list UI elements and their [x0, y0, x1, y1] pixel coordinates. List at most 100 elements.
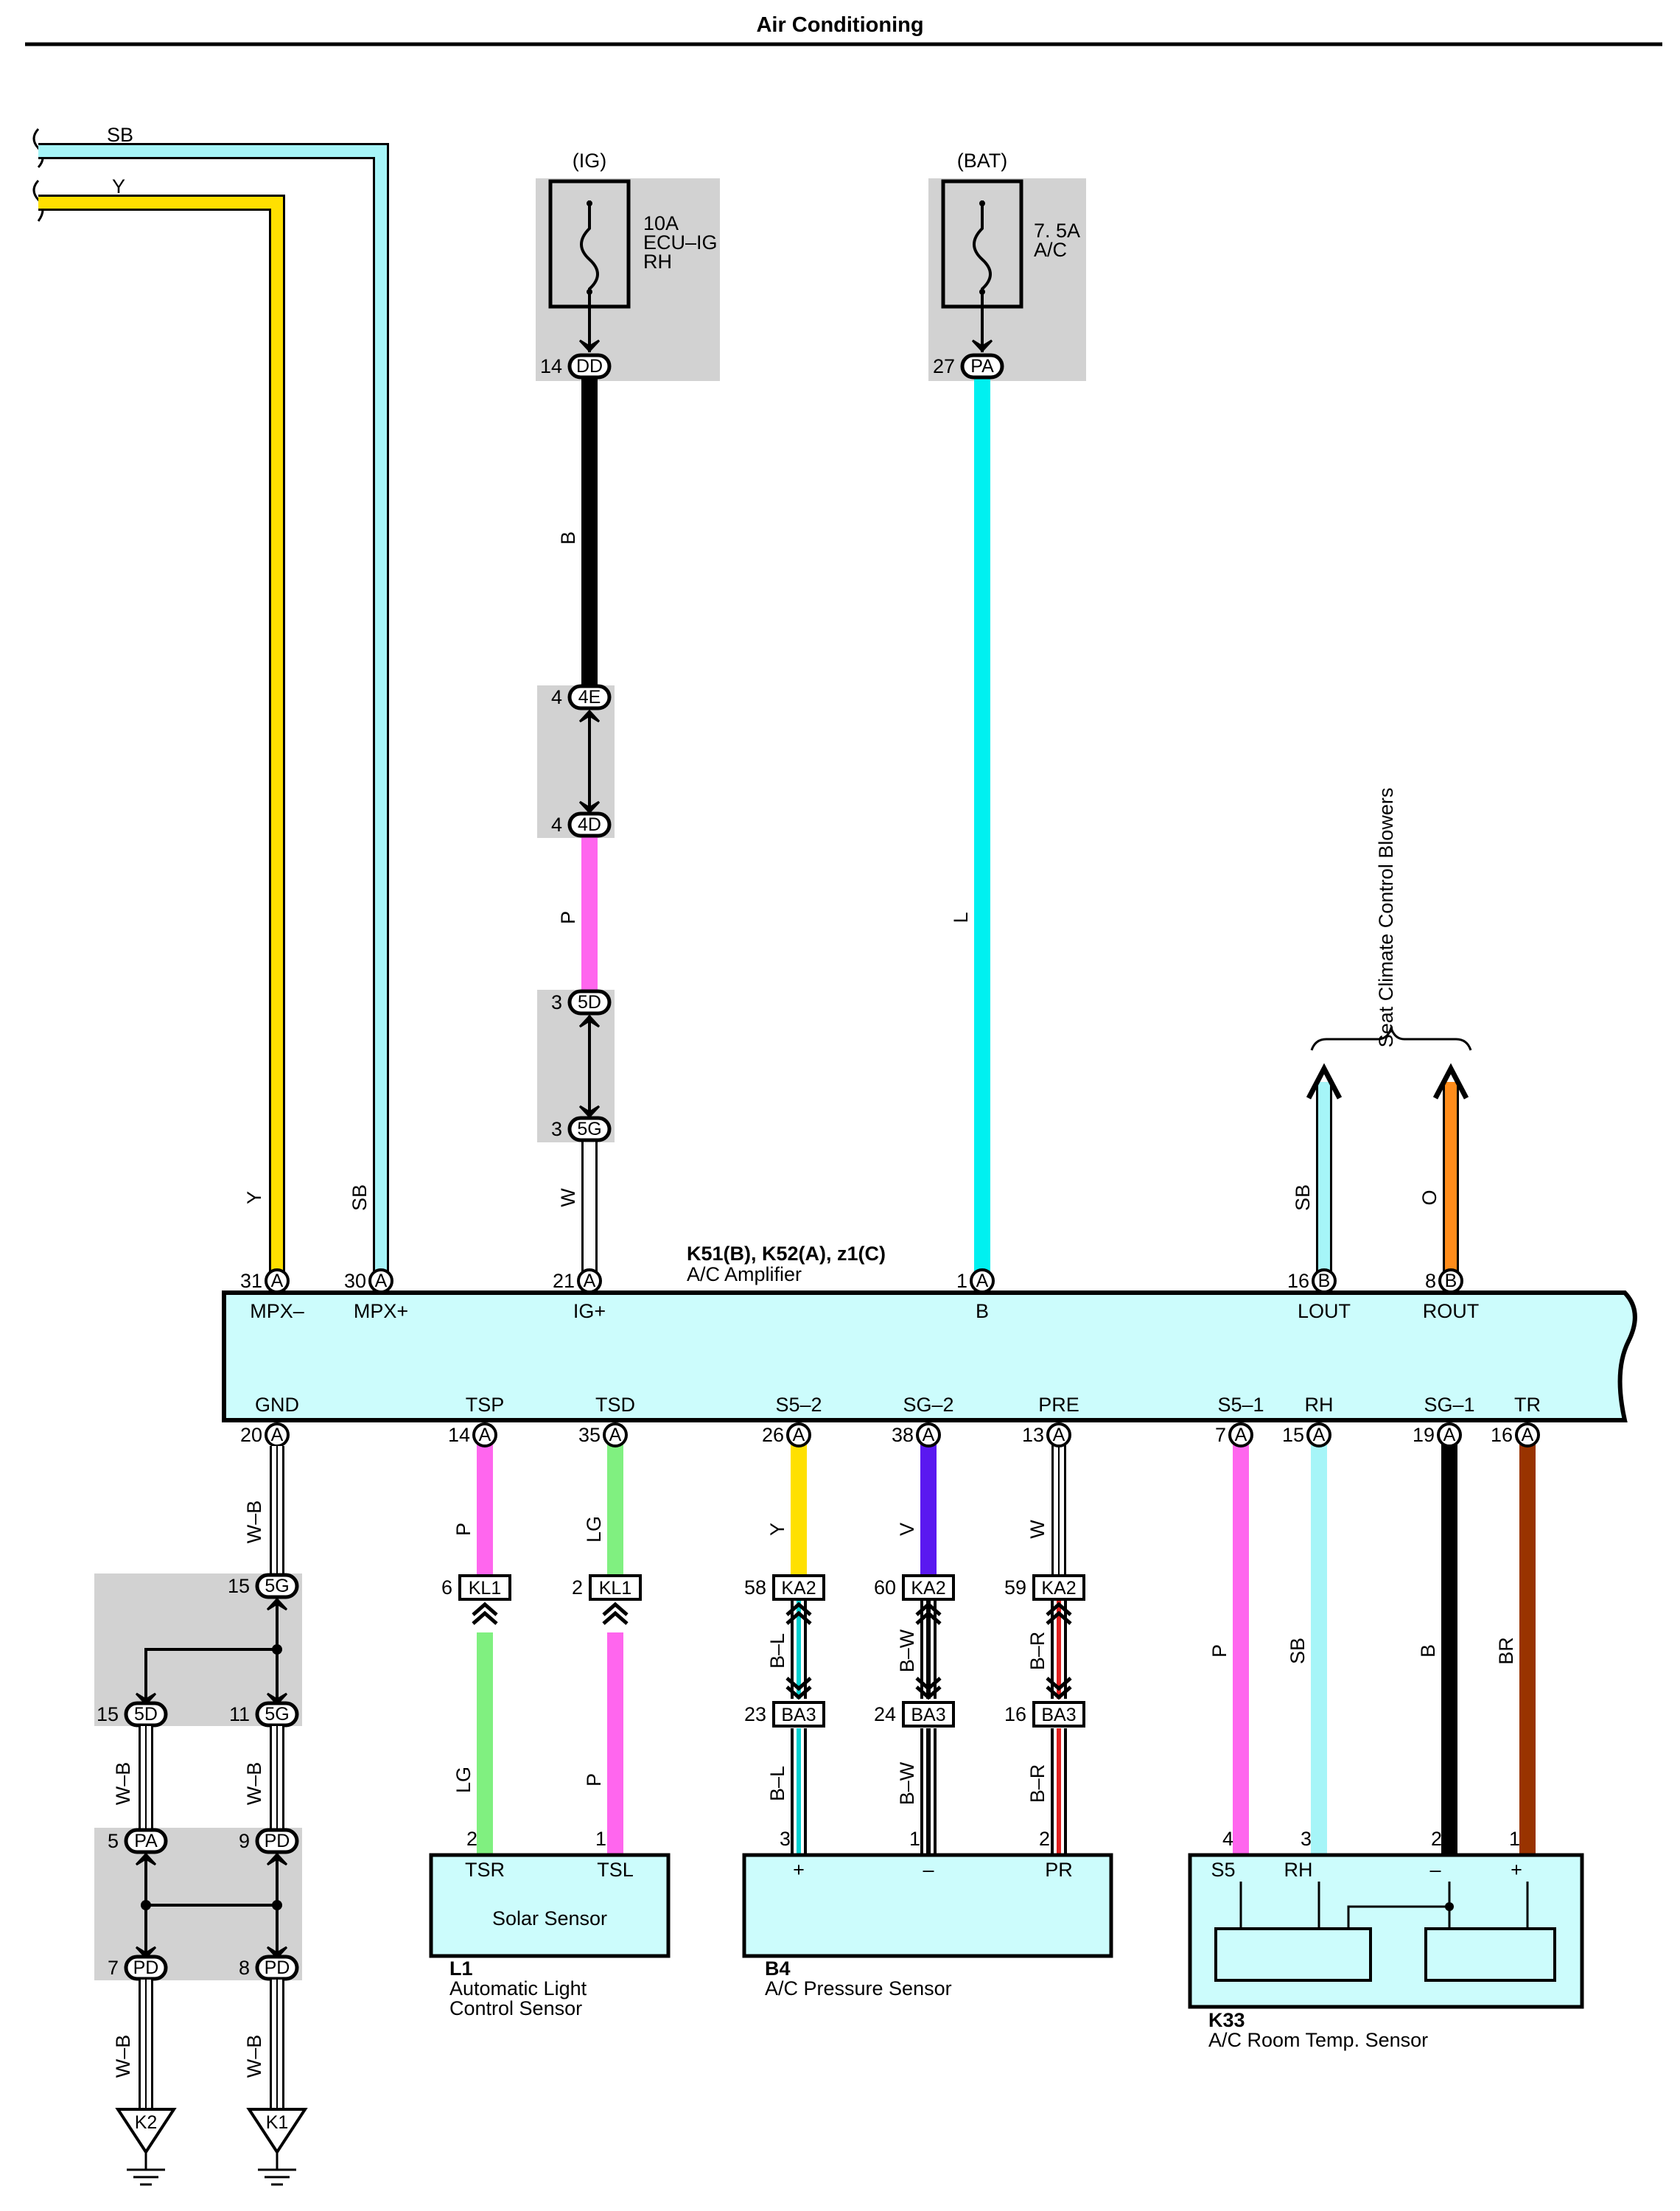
ground-k1-triangle	[246, 2108, 308, 2155]
conn-5d-gnd	[124, 1701, 168, 1728]
conn-ka2-chevron-0	[785, 1602, 812, 1616]
pressure-sensor-name: A/C Pressure Sensor	[765, 1977, 952, 1999]
solar-pin-num-1: 1	[595, 1828, 606, 1850]
room-pin-num-2: 2	[1431, 1828, 1442, 1850]
conn-ka2-pin-1: 60	[874, 1576, 896, 1599]
wire-label-y-top: Y	[112, 175, 125, 198]
amp-top-pin-num-2: 21	[553, 1270, 575, 1292]
conn-dd-pin: 14	[540, 355, 562, 377]
conn-kl1-1	[589, 1574, 642, 1601]
amp-top-pin-num-4: 16	[1287, 1270, 1309, 1292]
amp-bottom-pin-num-0: 20	[240, 1424, 262, 1446]
room-pin-rh: RH	[1284, 1859, 1313, 1881]
wlabel-sb-rh: SB	[1287, 1638, 1309, 1664]
conn-4e-arrow	[578, 709, 601, 723]
conn-4d-arrow	[578, 800, 601, 814]
conn-5d-ig-label: 5D	[578, 992, 601, 1013]
room-pin-num-1: 1	[1509, 1828, 1520, 1850]
conn-ba3-chevron-2	[1046, 1686, 1072, 1700]
fuse-bat-name: A/C	[1034, 239, 1067, 261]
wlabel-wb-gnd-r2: W–B	[243, 2035, 265, 2078]
wlabel-y-s52: Y	[766, 1523, 788, 1536]
conn-pa-gnd-pin: 5	[108, 1830, 119, 1852]
conn-5d-gnd-pin: 15	[97, 1703, 119, 1725]
amp-bottom-pin-8-letter: A	[1443, 1425, 1456, 1445]
conn-ka2-chevron-1-2	[915, 1610, 942, 1625]
conn-ka2-chevron-1	[915, 1602, 942, 1616]
conn-4d-label: 4D	[578, 814, 601, 835]
amp-bottom-pin-name-8: SG–1	[1424, 1394, 1474, 1416]
amp-bottom-pin-3-letter: A	[793, 1425, 805, 1445]
conn-ba3-pin-1: 24	[874, 1703, 896, 1725]
conn-5g-ig-pin: 3	[551, 1118, 562, 1140]
fuse-bat-rating: 7. 5A	[1034, 220, 1080, 242]
conn-pd-gnd-top	[255, 1828, 299, 1854]
amplifier-bottom-wires	[477, 1437, 1536, 1855]
fuse-ig-name: ECU–IG	[643, 231, 718, 254]
conn-pa-bat-pin: 27	[933, 355, 955, 377]
wire-y-mpx-minus	[38, 195, 285, 1281]
ac-amplifier-name: A/C Amplifier	[687, 1263, 802, 1285]
conn-ba3-0-label: BA3	[781, 1705, 816, 1725]
conn-ba3-chevron-0-2	[785, 1677, 812, 1691]
conn-5d-gnd-label: 5D	[134, 1704, 158, 1725]
amp-top-pin-name-2: IG+	[573, 1300, 606, 1322]
conn-5g-gnd-bot	[255, 1701, 299, 1728]
amp-top-pin-4-letter: B	[1318, 1271, 1331, 1291]
amp-bottom-pin-num-5: 13	[1022, 1424, 1044, 1446]
wire-sb-lout	[1306, 1063, 1343, 1281]
conn-ba3-2	[1032, 1701, 1085, 1728]
amp-bottom-pin-name-5: PRE	[1038, 1394, 1079, 1416]
room-sensor-internal-circuit	[1214, 1882, 1556, 1982]
room-pin-plus: +	[1511, 1859, 1522, 1881]
conn-ba3-1	[902, 1701, 955, 1728]
wlabel-ka-mid-2: B–R	[1026, 1632, 1049, 1671]
amp-top-pin-0-letter: A	[271, 1271, 284, 1291]
amp-bottom-pin-num-2: 35	[578, 1424, 601, 1446]
amp-top-pin-name-5: ROUT	[1423, 1300, 1480, 1322]
pressure-pin-num-2: 2	[1039, 1828, 1050, 1850]
conn-ka2-pin-0: 58	[744, 1576, 766, 1599]
amp-bottom-pin-8	[1437, 1422, 1462, 1447]
conn-5g-gnd-bot-label: 5G	[265, 1704, 289, 1725]
amp-bottom-pin-num-8: 19	[1413, 1424, 1435, 1446]
fuse-bat-node-top	[979, 200, 985, 206]
wlabel-p-s51: P	[1208, 1644, 1231, 1658]
conn-pd-gnd-r-pin: 8	[239, 1957, 250, 1979]
fuse-bat-node-bottom	[979, 289, 985, 295]
wlabel-br-tr: BR	[1495, 1637, 1517, 1665]
solar-sensor-inner: Solar Sensor	[492, 1907, 607, 1929]
wlabel-b-sg1: B	[1417, 1644, 1439, 1658]
conn-4d-pin: 4	[551, 814, 562, 836]
fuse-ig-rating: 10A	[643, 212, 679, 234]
conn-pa-gnd-label: PA	[134, 1831, 158, 1851]
conn-pd-gnd-r-label: PD	[265, 1957, 290, 1978]
conn-pd-gnd-top-label: PD	[265, 1831, 290, 1851]
ground-k1-label: K1	[266, 2112, 289, 2133]
conn-5g-gnd-top-label: 5G	[265, 1576, 289, 1596]
wire-label-sb-top: SB	[107, 124, 133, 146]
wlabel-w-pre: W	[1026, 1520, 1049, 1539]
pressure-pin-minus: –	[923, 1859, 934, 1881]
wlabel-sb-lout: SB	[1292, 1184, 1314, 1211]
room-pin-s5: S5	[1211, 1859, 1235, 1881]
conn-ka2-chevron-0-2	[785, 1610, 812, 1625]
room-temp-sensor-box	[1188, 1853, 1584, 2009]
amp-top-pin-1-letter: A	[375, 1271, 388, 1291]
room-pin-minus: –	[1429, 1859, 1441, 1881]
pressure-pin-num-3: 3	[780, 1828, 791, 1850]
amp-bottom-pin-name-9: TR	[1514, 1394, 1541, 1416]
wlabel-wb-gnd-r1: W–B	[243, 1762, 265, 1806]
fuse-ig-name-2: RH	[643, 251, 672, 273]
seat-climate-brace	[1310, 1024, 1472, 1051]
wlabel-sb-mpx: SB	[349, 1184, 371, 1211]
conn-pd-gnd-top-pin: 9	[239, 1830, 250, 1852]
amp-top-pin-name-4: LOUT	[1298, 1300, 1351, 1322]
pressure-pin-pr: PR	[1045, 1859, 1073, 1881]
amp-bottom-pin-0-letter: A	[271, 1425, 284, 1445]
amp-bottom-pin-2	[603, 1422, 628, 1447]
conn-kl1-0-label: KL1	[469, 1578, 501, 1599]
conn-kl1-chevron-0	[472, 1602, 498, 1616]
